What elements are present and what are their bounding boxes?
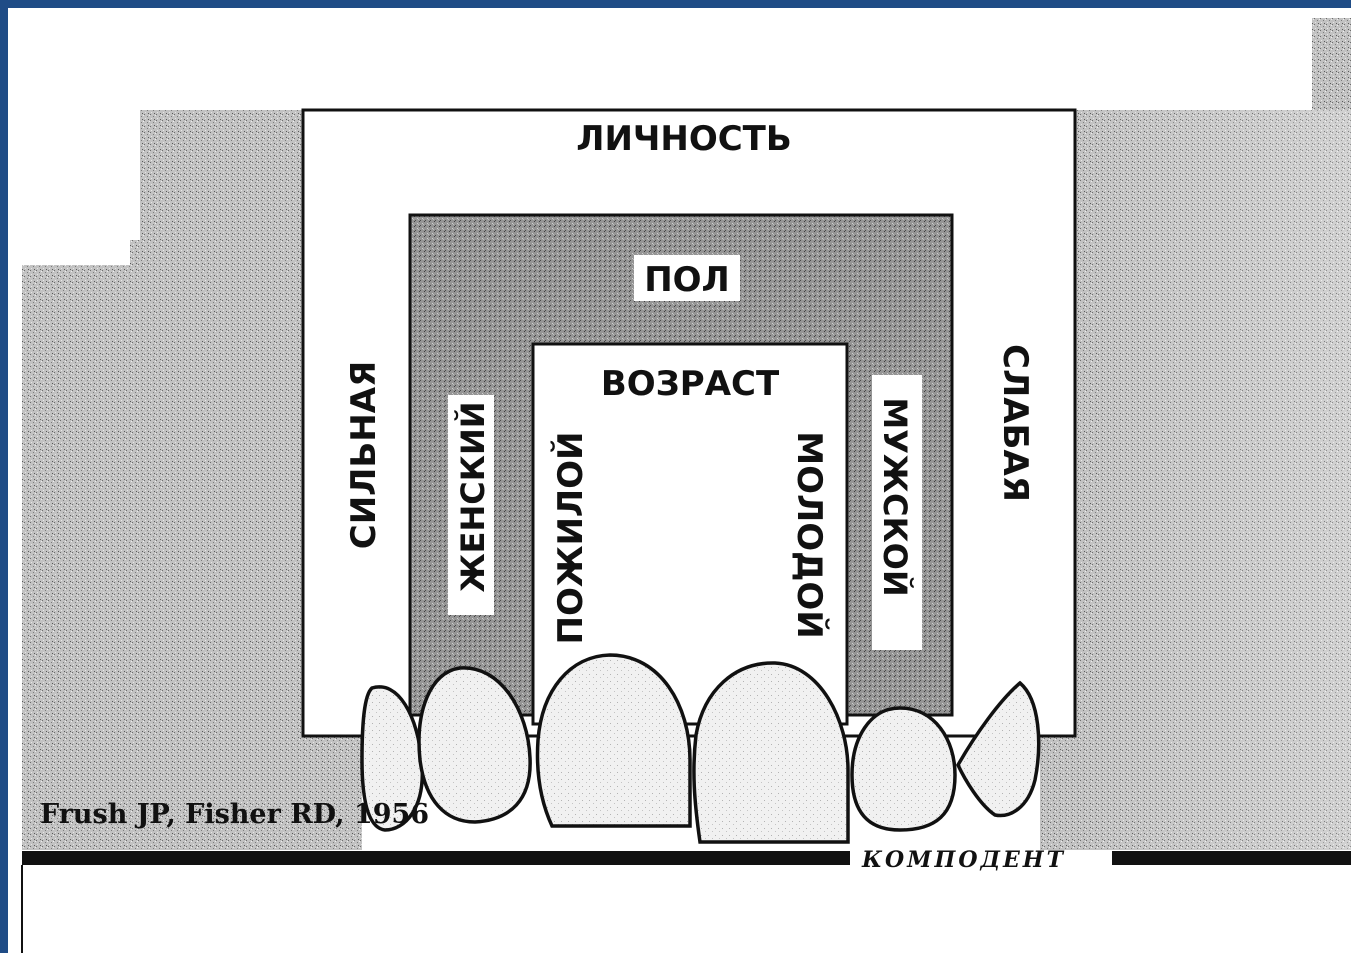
personality-strong-label: СИЛЬНАЯ xyxy=(344,361,384,550)
age-young-label: МОЛОДОЙ xyxy=(789,431,830,639)
sex-female-label: ЖЕНСКИЙ xyxy=(454,401,492,592)
age-title: ВОЗРАСТ xyxy=(601,364,780,404)
personality-title: ЛИЧНОСТЬ xyxy=(576,119,792,159)
baseline-bar-left xyxy=(22,851,850,865)
sex-title: ПОЛ xyxy=(644,260,730,300)
credit-text: Frush JP, Fisher RD, 1956 xyxy=(40,799,429,830)
personality-weak-label: СЛАБАЯ xyxy=(995,344,1035,502)
sex-male-label: МУЖСКОЙ xyxy=(876,397,914,596)
baseline-bar-right xyxy=(1112,851,1351,865)
watermark-brand: КОМПОДЕНТ xyxy=(861,847,1066,873)
age-elderly-label: ПОЖИЛОЙ xyxy=(550,431,591,644)
tooth-right-lateral xyxy=(852,708,955,830)
